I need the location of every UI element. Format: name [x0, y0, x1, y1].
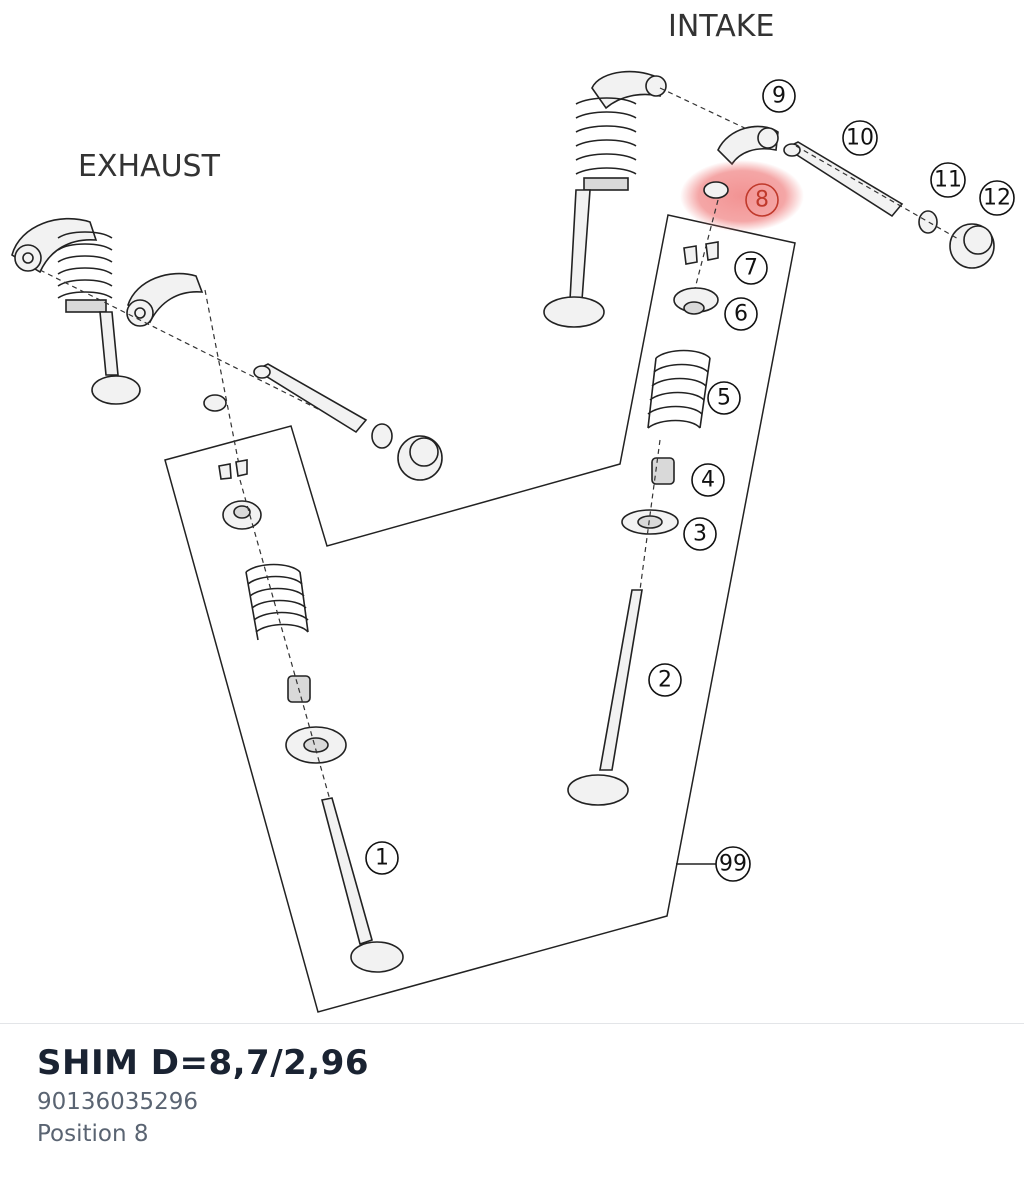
- callout-1[interactable]: 1: [365, 841, 399, 875]
- intake-rocker-shaft: [783, 141, 904, 218]
- exhaust-label: EXHAUST: [78, 149, 221, 184]
- intake-shaft-o-ring: [918, 210, 938, 234]
- part-name: SHIM D=8,7/2,96: [37, 1043, 370, 1083]
- callout-9[interactable]: 9: [762, 79, 796, 113]
- intake-shaft-plug: [949, 223, 995, 269]
- part-position: Position 8: [37, 1121, 149, 1147]
- intake-valve-stem-seal: [651, 457, 675, 485]
- callout-4[interactable]: 4: [691, 463, 725, 497]
- exhaust-valve-left: [91, 311, 141, 405]
- callout-99-label: 99: [719, 852, 747, 877]
- callout-10-label: 10: [846, 126, 874, 151]
- kit-outline: [164, 214, 796, 1013]
- exhaust-spring-retainer: [222, 500, 262, 530]
- intake-valve-spring: [647, 349, 711, 429]
- callout-9-label: 9: [772, 84, 786, 109]
- callout-8-label: 8: [755, 188, 769, 213]
- highlight-marker: [680, 160, 804, 232]
- callout-3[interactable]: 3: [683, 517, 717, 551]
- part-info: SHIM D=8,7/2,96 90136035296 Position 8: [37, 1040, 369, 1150]
- callout-2[interactable]: 2: [648, 663, 682, 697]
- exhaust-shaft-plug: [397, 435, 443, 481]
- callout-7-label: 7: [744, 256, 758, 281]
- intake-valve: [567, 589, 643, 806]
- callout-1-label: 1: [375, 846, 389, 871]
- part-number: 90136035296: [37, 1089, 198, 1115]
- callout-5-label: 5: [717, 386, 731, 411]
- exhaust-shim: [203, 394, 227, 412]
- callout-3-label: 3: [693, 522, 707, 547]
- intake-shim[interactable]: [703, 181, 729, 199]
- exhaust-valve-keepers: [218, 459, 248, 480]
- intake-label: INTAKE: [668, 9, 774, 44]
- intake-rocker-arm-back: [591, 70, 667, 110]
- callout-7[interactable]: 7: [734, 251, 768, 285]
- callout-99[interactable]: 99: [676, 846, 751, 882]
- intake-spring-retainer: [673, 287, 719, 315]
- exhaust-valve: [321, 797, 404, 973]
- exhaust-rocker-arm-left: [11, 217, 98, 274]
- intake-valve-back: [543, 189, 605, 328]
- exhaust-shaft-o-ring: [371, 423, 393, 449]
- callout-11-label: 11: [934, 168, 962, 193]
- exhaust-valve-spring-left: [57, 231, 113, 313]
- intake-rocker-arm: [717, 125, 779, 166]
- divider: [0, 1023, 1024, 1024]
- callout-4-label: 4: [701, 468, 715, 493]
- callout-10[interactable]: 10: [842, 120, 878, 156]
- callout-5[interactable]: 5: [707, 381, 741, 415]
- exhaust-valve-spring: [245, 563, 309, 641]
- callout-12[interactable]: 12: [979, 180, 1015, 216]
- exhaust-rocker-shaft: [253, 363, 368, 434]
- exhaust-rocker-arm-right: [126, 272, 204, 327]
- intake-valve-spring-back: [575, 97, 637, 191]
- callout-11[interactable]: 11: [930, 162, 966, 198]
- callout-6[interactable]: 6: [724, 297, 758, 331]
- intake-valve-keepers: [683, 241, 719, 265]
- callout-2-label: 2: [658, 668, 672, 693]
- callout-12-label: 12: [983, 186, 1011, 211]
- exhaust-spring-seat: [285, 726, 347, 764]
- callout-8[interactable]: 8: [745, 183, 779, 217]
- callout-6-label: 6: [734, 302, 748, 327]
- exploded-parts-diagram: EXHAUST INTAKE: [11, 9, 1015, 1013]
